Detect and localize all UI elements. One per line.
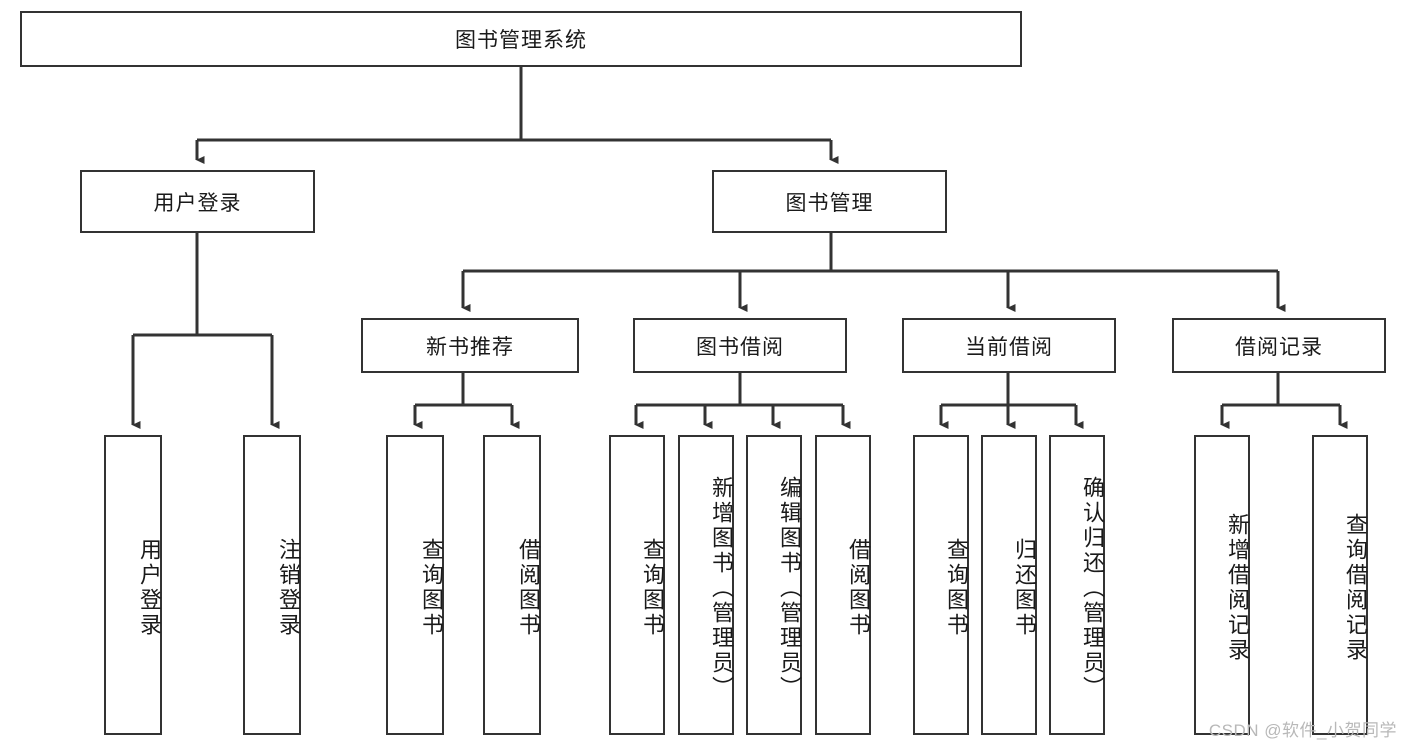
node-book-borrow[interactable]: 图书借阅 [633, 318, 847, 373]
node-user-login[interactable]: 用户登录 [80, 170, 315, 233]
leaf-query-book-new[interactable]: 查询图书 [386, 435, 444, 735]
leaf-add-borrow-record[interactable]: 新增借阅记录 [1194, 435, 1250, 735]
leaf-query-book-borrow[interactable]: 查询图书 [609, 435, 665, 735]
leaf-user-login[interactable]: 用户登录 [104, 435, 162, 735]
leaf-borrow-book-new[interactable]: 借阅图书 [483, 435, 541, 735]
node-borrow-record[interactable]: 借阅记录 [1172, 318, 1386, 373]
leaf-add-book-admin[interactable]: 新增图书（管理员） [678, 435, 734, 735]
leaf-return-book[interactable]: 归还图书 [981, 435, 1037, 735]
node-book-manage[interactable]: 图书管理 [712, 170, 947, 233]
node-root[interactable]: 图书管理系统 [20, 11, 1022, 67]
leaf-edit-book-admin[interactable]: 编辑图书（管理员） [746, 435, 802, 735]
leaf-borrow-book-borrow[interactable]: 借阅图书 [815, 435, 871, 735]
node-new-book-recommend[interactable]: 新书推荐 [361, 318, 579, 373]
node-current-borrow[interactable]: 当前借阅 [902, 318, 1116, 373]
leaf-confirm-return-admin[interactable]: 确认归还（管理员） [1049, 435, 1105, 735]
leaf-query-book-current[interactable]: 查询图书 [913, 435, 969, 735]
csdn-watermark: CSDN @软件_小贺同学 [1208, 721, 1397, 740]
leaf-logout-login[interactable]: 注销登录 [243, 435, 301, 735]
leaf-query-borrow-record[interactable]: 查询借阅记录 [1312, 435, 1368, 735]
